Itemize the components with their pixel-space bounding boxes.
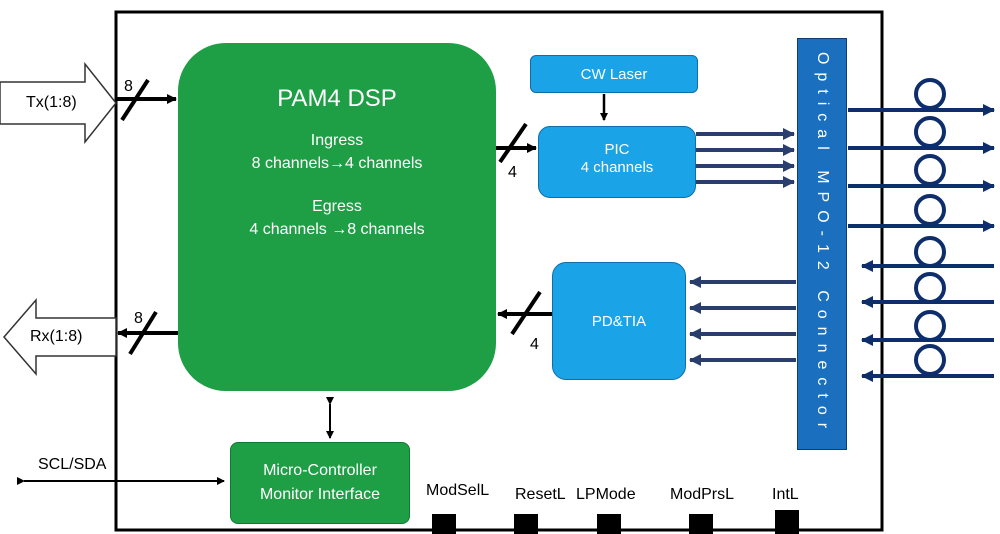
dsp-ingress-desc: 8 channels→4 channels xyxy=(251,155,423,172)
dsp-ingress-label: Ingress xyxy=(310,132,364,149)
dsp-egress-label: Egress xyxy=(312,198,362,215)
pd-tia-block: PD&TIA xyxy=(552,262,686,380)
mcu-line1: Micro-Controller xyxy=(263,462,377,479)
scl-sda-label: SCL/SDA xyxy=(38,456,107,473)
pin-resetl xyxy=(514,514,538,534)
pin-modsell xyxy=(432,514,456,534)
pin-label-modsell: ModSelL xyxy=(426,482,490,499)
fiber-rx-group xyxy=(861,236,994,382)
tx-bus-slash xyxy=(120,78,150,122)
cw-laser-block: CW Laser xyxy=(530,55,698,93)
pd-input-lanes xyxy=(689,276,796,366)
tx-label: Tx(1:8) xyxy=(26,94,77,111)
pin-lpmode xyxy=(597,514,621,534)
pin-intl xyxy=(775,510,799,534)
tx-bus-width: 8 xyxy=(124,78,133,95)
pic-channels: 4 channels xyxy=(580,159,654,176)
rx-bus-slash xyxy=(128,310,158,356)
pic-title: PIC xyxy=(604,141,630,158)
pic-block: PIC 4 channels xyxy=(538,126,696,198)
tx-input-arrow xyxy=(0,61,117,145)
pin-label-resetl: ResetL xyxy=(515,486,566,503)
pic-output-lanes xyxy=(696,128,795,188)
dsp-title: PAM4 DSP xyxy=(277,85,397,112)
pd-bus-slash xyxy=(510,290,542,336)
pic-bus-slash xyxy=(498,122,528,164)
pin-label-lpmode: LPMode xyxy=(576,486,636,503)
rx-label: Rx(1:8) xyxy=(30,328,83,345)
pin-label-intl: IntL xyxy=(772,486,799,503)
fiber-tx-group xyxy=(848,78,995,232)
rx-output-arrow xyxy=(3,297,117,377)
pin-modprsl xyxy=(689,514,713,534)
module-outline xyxy=(114,10,884,532)
mcu-line2: Monitor Interface xyxy=(259,486,381,503)
micro-controller-block: Micro-Controller Monitor Interface xyxy=(230,442,410,524)
pd-bus-width: 4 xyxy=(530,336,539,353)
rx-bus-width: 8 xyxy=(134,310,143,327)
pam4-dsp-block: PAM4 DSP Ingress 8 channels→4 channels E… xyxy=(178,43,496,391)
mpo-connector-block: Optical MPO-12 Connector xyxy=(797,38,847,450)
pic-bus-width: 4 xyxy=(508,164,517,181)
pin-label-modprsl: ModPrsL xyxy=(670,486,735,503)
mpo-connector-label: Optical MPO-12 Connector xyxy=(814,51,831,437)
dsp-egress-desc: 4 channels →8 channels xyxy=(249,221,425,238)
